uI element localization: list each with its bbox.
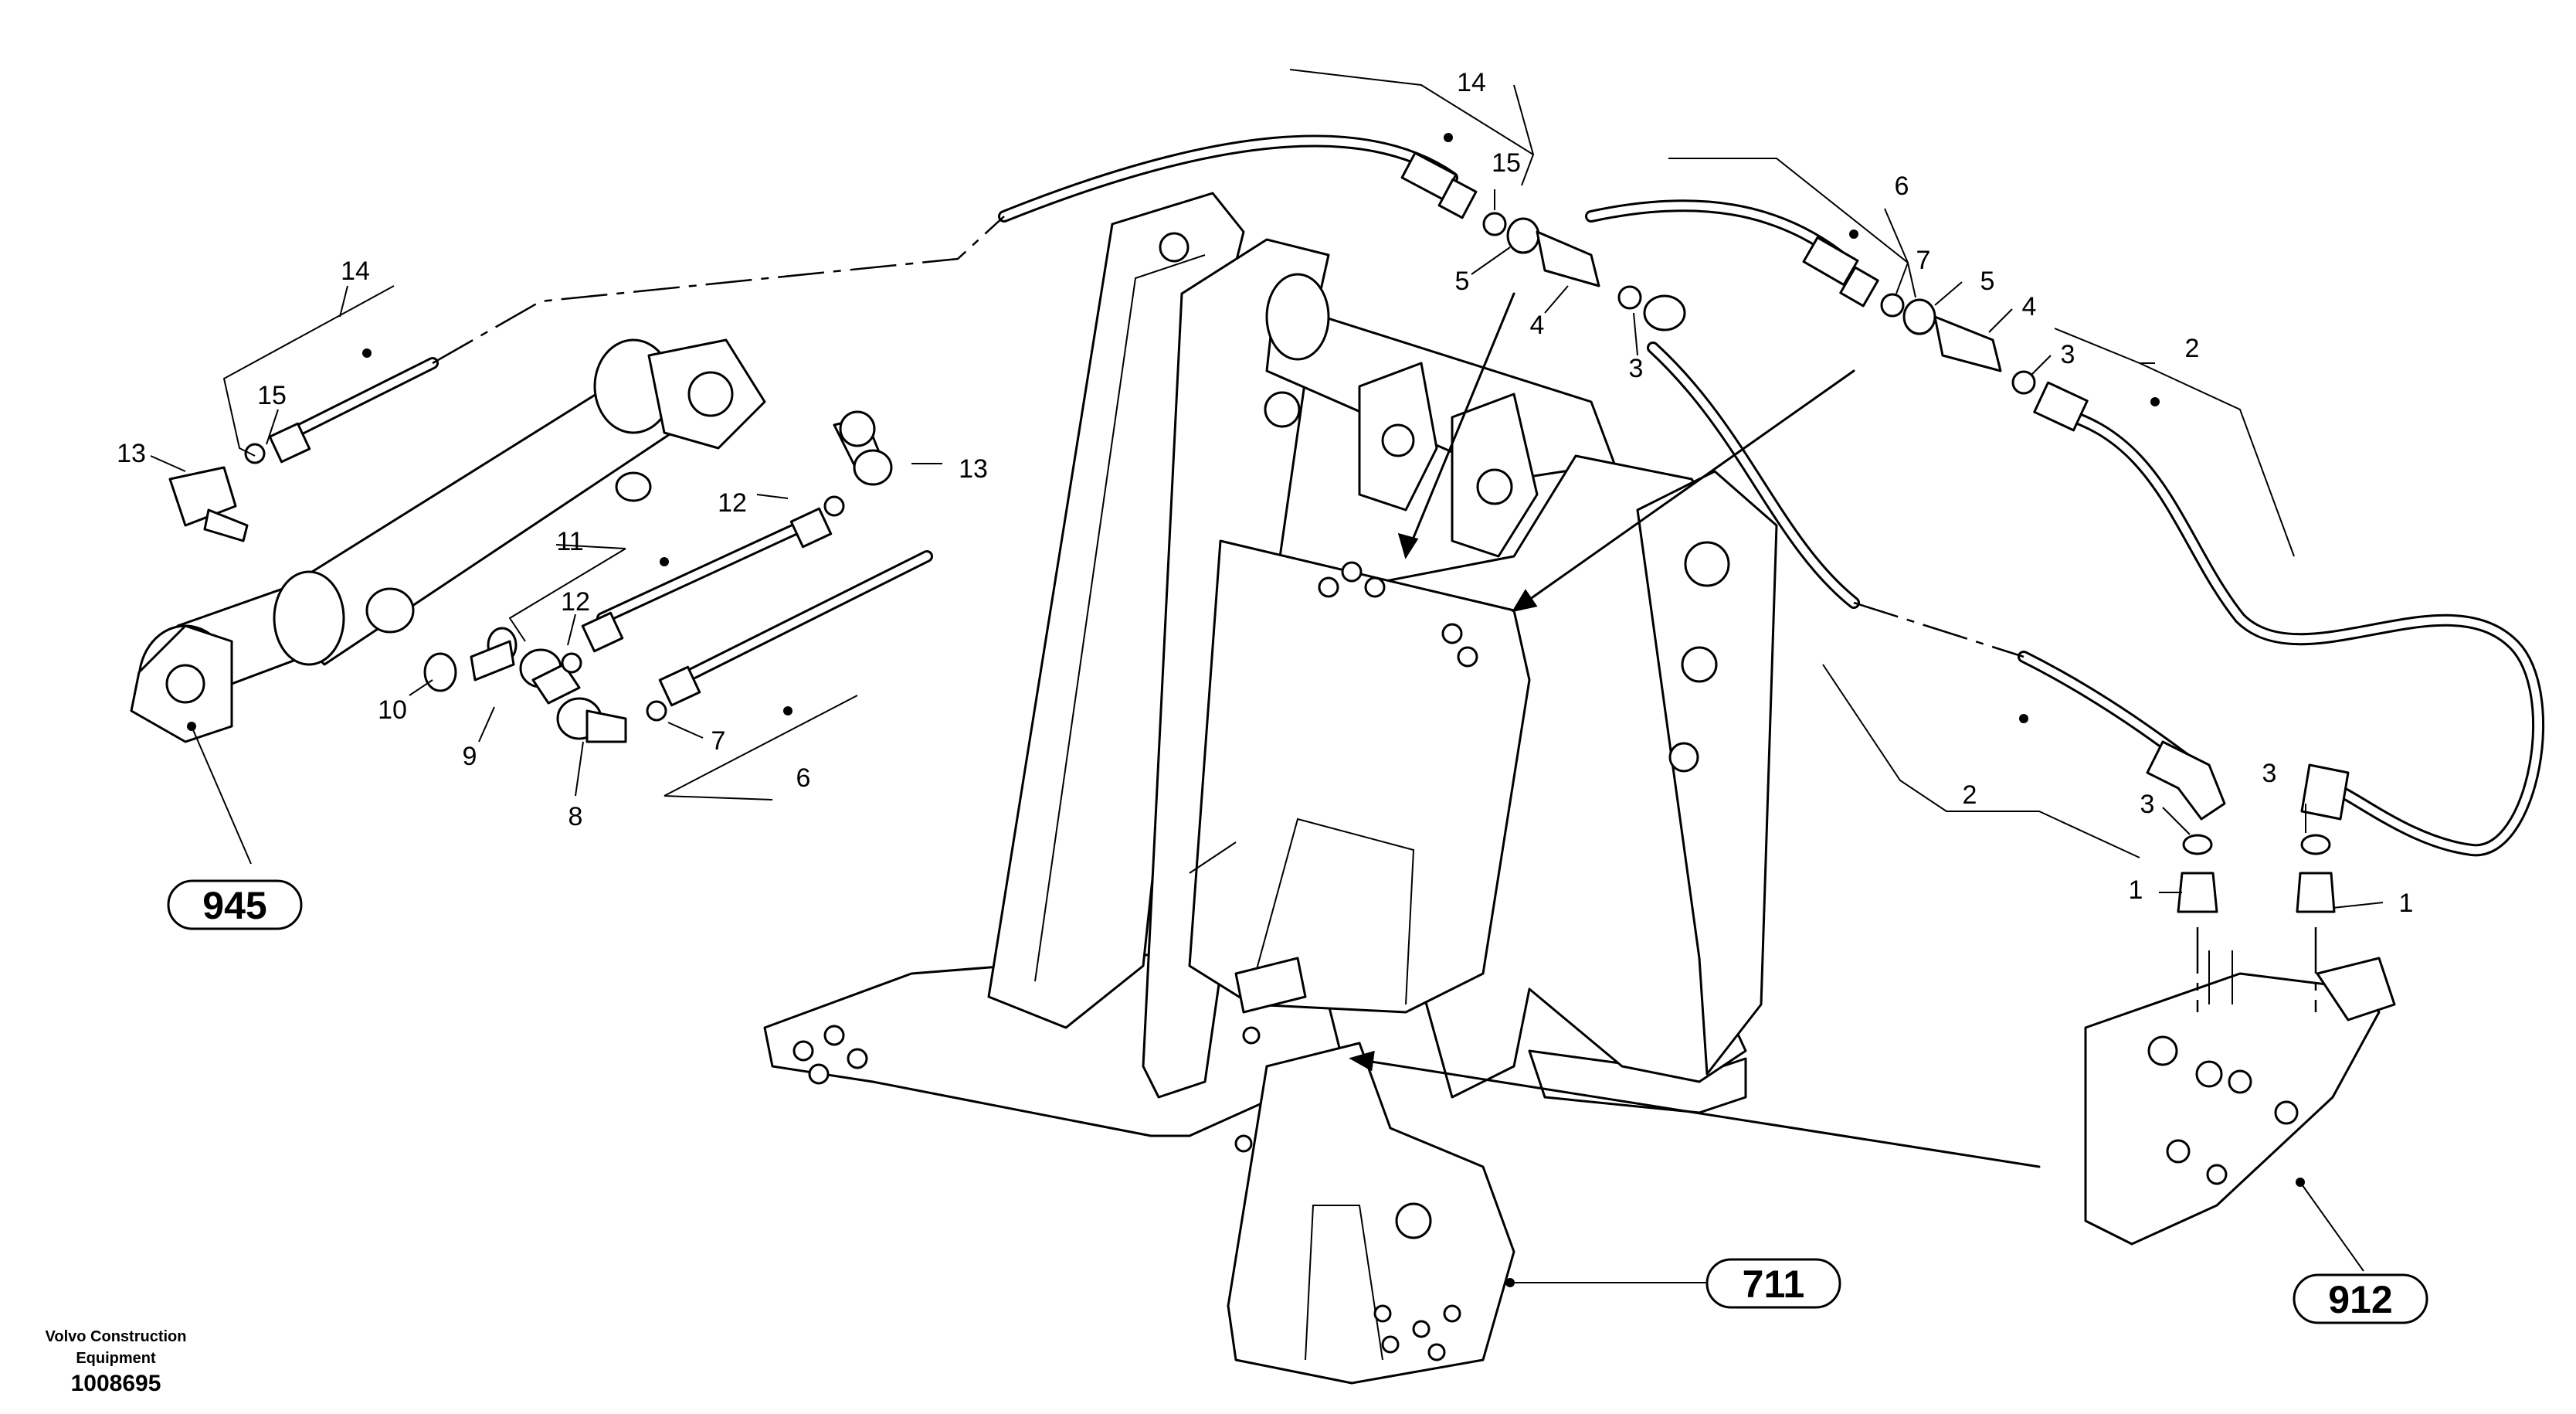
callout-15-upper: 15 (1492, 148, 1521, 178)
drawing-number: 1008695 (71, 1371, 161, 1396)
callout-6-upper: 6 (1895, 172, 1909, 201)
hydraulic-cylinder (130, 338, 766, 743)
pointer-arrows (1349, 292, 2041, 1168)
callout-1-left: 1 (2129, 875, 2143, 905)
callout-15-left: 15 (257, 381, 287, 410)
reference-label-945: 945 (202, 884, 266, 927)
callout-5-upper-left: 5 (1455, 267, 1470, 296)
reference-badge-945: 945 (167, 879, 303, 930)
callout-10: 10 (378, 695, 407, 725)
hose-11 (581, 507, 833, 653)
callout-5-upper-right: 5 (1980, 267, 1995, 296)
reference-label-912: 912 (2328, 1278, 2392, 1321)
callout-8: 8 (568, 802, 583, 831)
hose-14-left (268, 357, 439, 464)
callout-13-right: 13 (959, 454, 988, 484)
callout-4-upper-left: 4 (1530, 311, 1545, 340)
callout-11: 11 (556, 527, 583, 556)
connection-lines (432, 216, 2024, 658)
callout-9: 9 (463, 742, 477, 771)
hose-6-left (658, 550, 933, 707)
callout-3-upper-right: 3 (2061, 340, 2075, 369)
drawing-footer: Volvo Construction Equipment 1008695 (46, 1328, 187, 1396)
callout-4-upper-right: 4 (2022, 292, 2037, 321)
reference-badge-711: 711 (1705, 1258, 1841, 1309)
callout-2-upper: 2 (2185, 334, 2200, 363)
callout-14-upper: 14 (1457, 68, 1486, 97)
callout-13-left: 13 (117, 439, 146, 468)
callout-12-lower: 12 (561, 587, 590, 617)
hose-6-upper (1585, 199, 1879, 308)
hose-2-lower (2018, 651, 2226, 821)
callout-6-lower: 6 (796, 763, 811, 793)
reference-label-711: 711 (1743, 1263, 1805, 1306)
leader-lines (150, 69, 2384, 1287)
callout-3-lower-right: 3 (2262, 759, 2277, 788)
company-name-line-1: Volvo Construction (46, 1328, 187, 1345)
callout-numbers: 14 15 5 4 3 6 7 5 4 3 2 14 15 13 12 13 1… (117, 68, 2413, 918)
callout-14-left: 14 (341, 257, 370, 286)
callout-1-right: 1 (2399, 889, 2414, 918)
fittings (168, 212, 2336, 913)
callout-2-lower: 2 (1963, 780, 1977, 810)
company-name-line-2: Equipment (76, 1350, 156, 1367)
hose-14-long-upper (998, 134, 1478, 223)
callout-7-lower: 7 (711, 726, 726, 756)
reference-badge-912: 912 (2293, 1273, 2428, 1324)
loader-frame (763, 192, 1778, 1385)
hose-long-right-loop (1647, 342, 2545, 857)
callout-12-upper: 12 (718, 488, 747, 518)
callout-3-lower-left: 3 (2140, 790, 2155, 819)
control-valve (2084, 927, 2396, 1246)
callout-3-upper-left: 3 (1629, 354, 1644, 383)
callout-7-upper: 7 (1916, 246, 1931, 275)
